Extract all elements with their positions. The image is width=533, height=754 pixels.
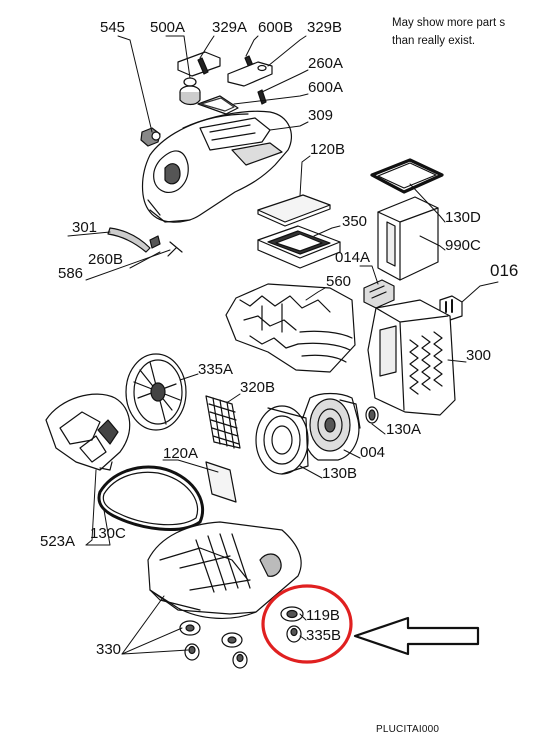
label-500A: 500A (150, 19, 186, 36)
label-260B: 260B (88, 251, 124, 268)
label-004: 004 (360, 444, 386, 461)
part-586 (167, 241, 183, 257)
part-335A (125, 353, 187, 431)
label-335B: 335B (306, 627, 342, 644)
part-500A (179, 77, 201, 106)
label-600B: 600B (258, 19, 294, 36)
part-990C (377, 196, 439, 281)
pointer-arrow (353, 616, 480, 656)
label-600A: 600A (308, 79, 344, 96)
part-004-motor (301, 392, 361, 461)
label-120B: 120B (310, 141, 346, 158)
top-cover-part (141, 110, 292, 223)
part-120A (205, 461, 237, 503)
label-130D: 130D (445, 209, 481, 226)
label-300: 300 (466, 347, 492, 364)
highlight-circle (261, 584, 353, 664)
part-130B (255, 405, 309, 475)
label-016: 016 (490, 261, 519, 280)
part-260B (149, 235, 161, 249)
label-330: 330 (96, 641, 122, 658)
part-545 (140, 127, 161, 147)
label-523A: 523A (40, 533, 76, 550)
label-301: 301 (72, 219, 98, 236)
label-545: 545 (100, 19, 126, 36)
label-329B: 329B (307, 19, 343, 36)
label-586: 586 (58, 265, 84, 282)
part-301 (107, 227, 151, 253)
label-014A: 014A (335, 249, 371, 266)
part-330-base (147, 521, 302, 619)
part-335B (286, 625, 302, 643)
disclaimer-line-2: than really exist. (392, 35, 476, 47)
label-130C: 130C (90, 525, 126, 542)
part-350 (257, 225, 341, 269)
label-120A: 120A (163, 445, 199, 462)
part-329A (177, 51, 221, 77)
label-990C: 990C (445, 237, 481, 254)
part-130C (97, 465, 205, 532)
part-130A (365, 406, 379, 424)
label-560: 560 (326, 273, 352, 290)
part-130D (370, 158, 444, 194)
label-260A: 260A (308, 55, 344, 72)
label-130B: 130B (322, 465, 358, 482)
part-600A (197, 95, 239, 115)
part-119B (280, 606, 304, 622)
part-120B (257, 194, 331, 227)
part-560-body (225, 283, 356, 373)
part-300-housing (367, 299, 456, 416)
part-329B (227, 61, 273, 87)
label-320B: 320B (240, 379, 276, 396)
disclaimer-note: May show more part s than really exist. (392, 14, 505, 50)
label-329A: 329A (212, 19, 248, 36)
label-130A: 130A (386, 421, 422, 438)
part-320B (205, 395, 241, 449)
part-014A (363, 279, 395, 309)
part-523A (45, 393, 131, 471)
disclaimer-line-1: May show more part s (392, 17, 506, 29)
diagram-code: PLUCITAI000 (376, 724, 440, 735)
leader-lines (67, 35, 499, 655)
label-119B: 119B (306, 607, 340, 624)
label-335A: 335A (198, 361, 234, 378)
label-309: 309 (308, 107, 334, 124)
label-350: 350 (342, 213, 368, 230)
part-330-wheels (179, 620, 248, 669)
